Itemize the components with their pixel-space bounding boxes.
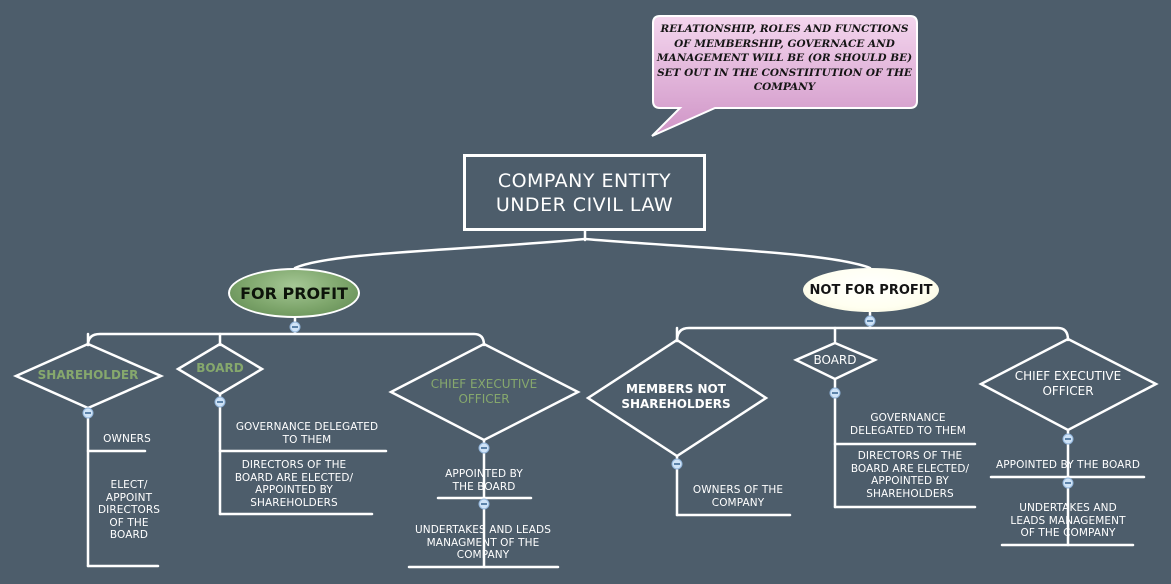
members-node[interactable]: MEMBERS NOT SHAREHOLDERS	[621, 382, 731, 411]
shareholder-item-owners: OWNERS	[103, 433, 151, 445]
board-node-not-for-profit[interactable]: BOARD	[813, 353, 857, 367]
nfp-board-item-directors: DIRECTORS OF THE BOARD ARE ELECTED/ APPO…	[850, 450, 970, 500]
minus-circle-icon[interactable]	[478, 498, 490, 510]
nfp-board-item-governance: GOVERNANCE DELEGATED TO THEM	[850, 412, 966, 437]
ceo-item-undertakes: UNDERTAKES AND LEADS MANAGMENT OF THE CO…	[415, 524, 551, 561]
root-title-line1: COMPANY ENTITY	[497, 169, 672, 192]
root-node[interactable]: COMPANY ENTITY UNDER CIVIL LAW	[463, 154, 706, 231]
callout-text: RELATIONSHIP, ROLES AND FUNCTIONS OF MEM…	[656, 23, 913, 93]
minus-circle-icon[interactable]	[82, 407, 94, 419]
not-for-profit-node[interactable]: NOT FOR PROFIT	[803, 268, 939, 312]
shareholder-item-elect: ELECT/ APPOINT DIRECTORS OF THE BOARD	[98, 479, 160, 541]
board-item-directors: DIRECTORS OF THE BOARD ARE ELECTED/ APPO…	[234, 459, 354, 509]
nfp-ceo-item-undertakes: UNDERTAKES AND LEADS MANAGEMENT OF THE C…	[1010, 502, 1126, 539]
members-item-owners: OWNERS OF THE COMPANY	[692, 484, 784, 509]
root-title-line2: UNDER CIVIL LAW	[495, 193, 674, 216]
connector-lines	[12, 229, 1159, 569]
shareholder-node[interactable]: SHAREHOLDER	[37, 368, 139, 382]
minus-circle-icon[interactable]	[1062, 477, 1074, 489]
minus-circle-icon[interactable]	[289, 321, 301, 333]
callout-bubble	[651, 15, 918, 137]
ceo-node-for-profit[interactable]: CHIEF EXECUTIVE OFFICER	[430, 377, 538, 406]
board-item-governance: GOVERNANCE DELEGATED TO THEM	[235, 421, 379, 446]
minus-circle-icon[interactable]	[864, 315, 876, 327]
for-profit-node[interactable]: FOR PROFIT	[228, 268, 360, 318]
minus-circle-icon[interactable]	[671, 458, 683, 470]
minus-circle-icon[interactable]	[214, 396, 226, 408]
minus-circle-icon[interactable]	[478, 442, 490, 454]
minus-circle-icon[interactable]	[829, 387, 841, 399]
nfp-ceo-item-appointed: APPOINTED BY THE BOARD	[995, 459, 1141, 471]
collapse-markers	[82, 315, 1074, 510]
board-node-for-profit[interactable]: BOARD	[196, 361, 244, 375]
minus-circle-icon[interactable]	[1062, 433, 1074, 445]
ceo-node-not-for-profit[interactable]: CHIEF EXECUTIVE OFFICER	[1014, 369, 1122, 398]
ceo-item-appointed: APPOINTED BY THE BOARD	[445, 468, 523, 493]
